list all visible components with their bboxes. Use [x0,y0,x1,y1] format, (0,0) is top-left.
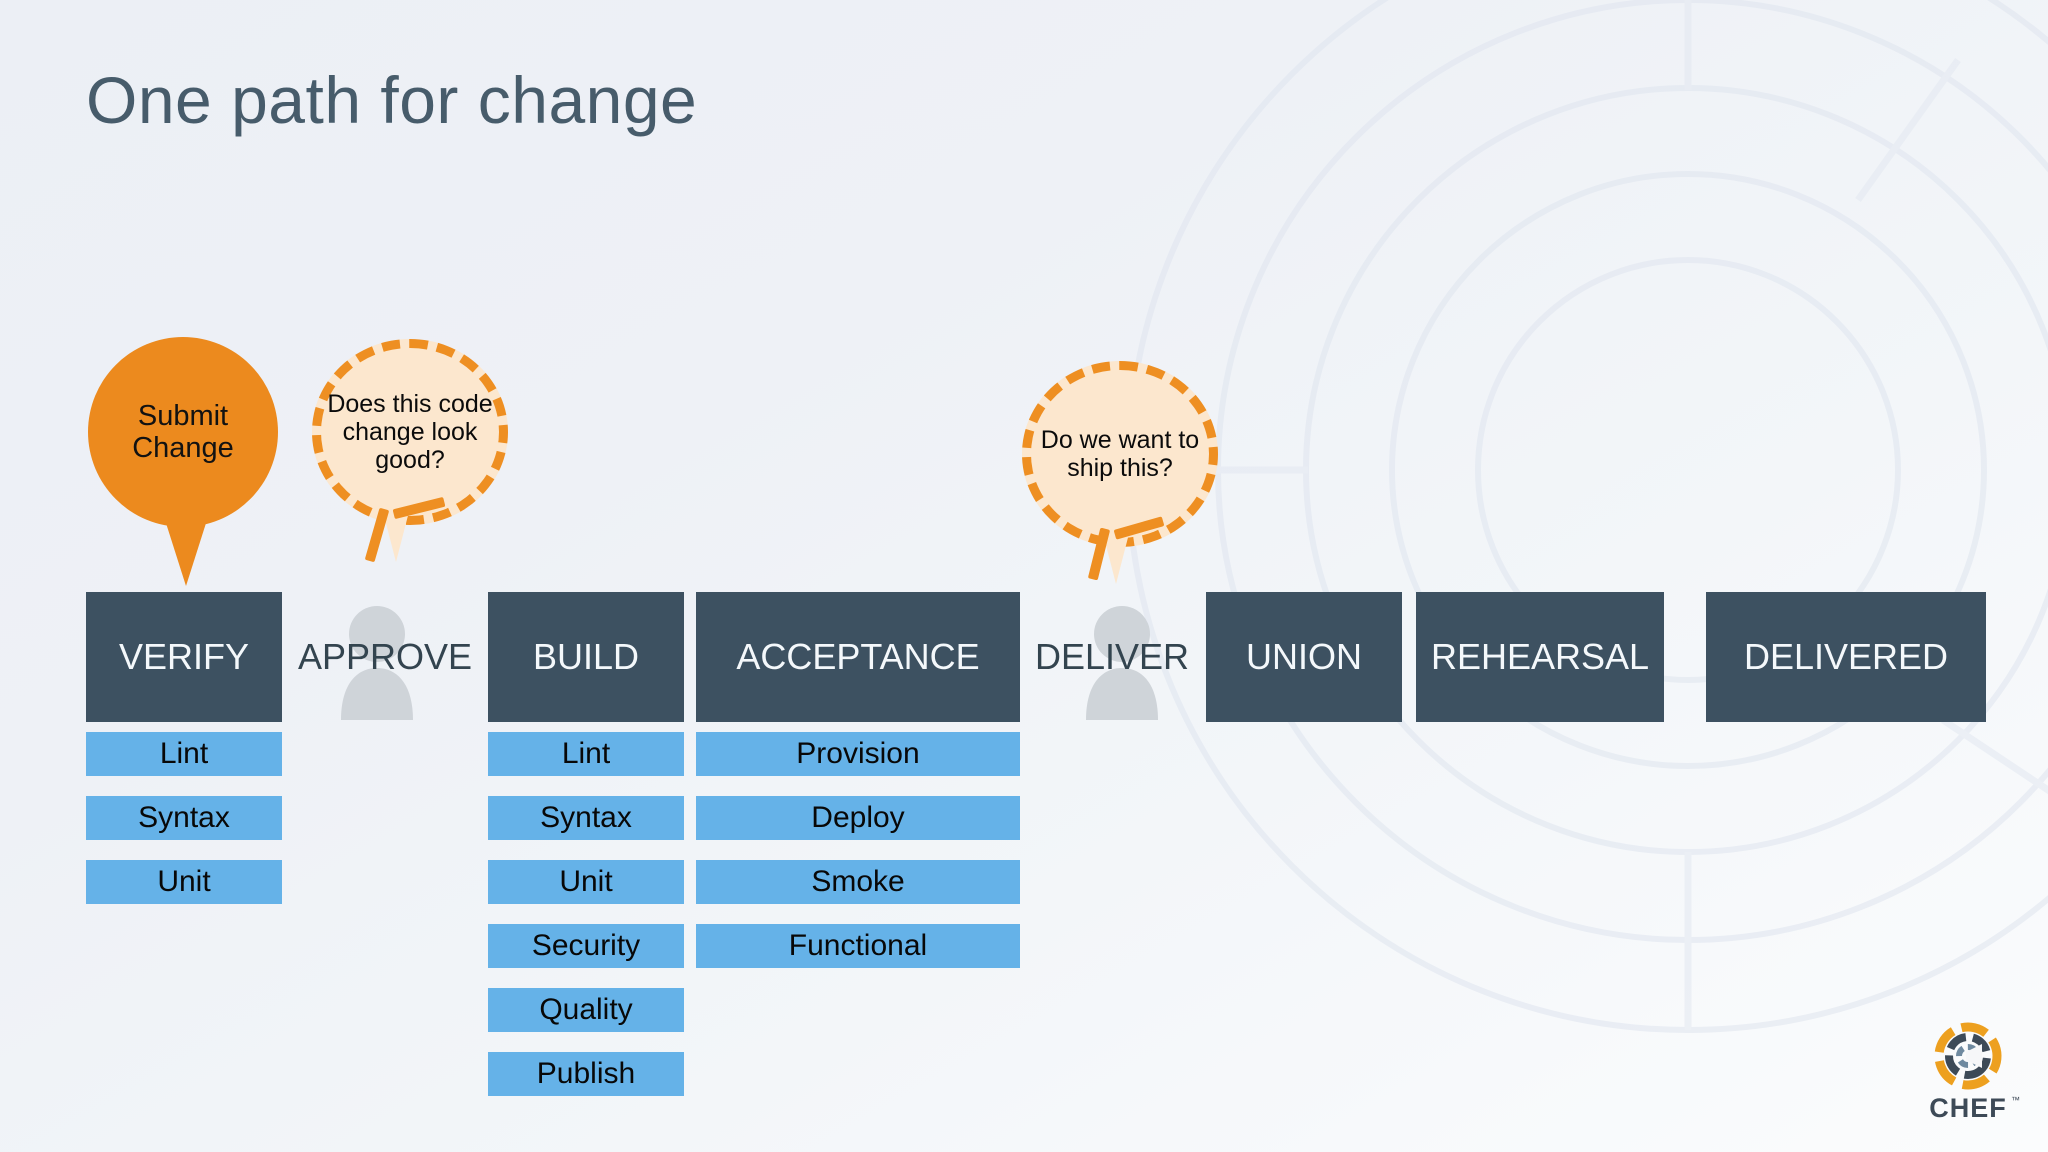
ship-question-bubble[interactable]: Do we want to ship this? [1022,361,1218,547]
svg-text:™: ™ [2011,1095,2020,1105]
step-chip[interactable]: Smoke [696,860,1020,904]
stage-label: DELIVER [1034,635,1190,677]
step-chip[interactable]: Provision [696,732,1020,776]
submit-change-bubble-text: Submit Change [132,399,234,464]
stage-rehearsal[interactable]: REHEARSAL [1416,592,1664,722]
stage-label: REHEARSAL [1430,635,1650,677]
step-chip[interactable]: Lint [86,732,282,776]
step-chip[interactable]: Functional [696,924,1020,968]
pipeline-stage-row: VERIFY APPROVE BUILD ACCEPTANCE DELIVER UNION… [0,592,2048,722]
step-chip[interactable]: Syntax [86,796,282,840]
stage-label: APPROVE [297,635,473,677]
stage-deliver[interactable]: DELIVER [1020,592,1204,722]
stage-label: ACCEPTANCE [736,635,980,677]
step-chip[interactable]: Unit [488,860,684,904]
stage-union[interactable]: UNION [1206,592,1402,722]
step-chip[interactable]: Deploy [696,796,1020,840]
stage-label: DELIVERED [1743,635,1949,677]
step-chip[interactable]: Lint [488,732,684,776]
stage-verify[interactable]: VERIFY [86,592,282,722]
submit-change-bubble-tail [158,498,214,586]
page-title: One path for change [86,63,698,137]
submit-change-bubble[interactable]: Submit Change [88,337,278,527]
svg-text:CHEF: CHEF [1929,1093,2007,1123]
code-review-bubble[interactable]: Does this code change look good? [312,339,508,525]
step-chip[interactable]: Syntax [488,796,684,840]
stage-delivered[interactable]: DELIVERED [1706,592,1986,722]
concentric-circles-watermark [1098,0,2048,1060]
chef-logo: CHEF ™ [1916,1018,2020,1130]
stage-build[interactable]: BUILD [488,592,684,722]
stage-acceptance[interactable]: ACCEPTANCE [696,592,1020,722]
stage-label: UNION [1246,635,1362,677]
stage-label: VERIFY [118,635,250,677]
step-chip[interactable]: Quality [488,988,684,1032]
stage-approve[interactable]: APPROVE [282,592,488,722]
step-chip[interactable]: Publish [488,1052,684,1096]
stage-label: BUILD [532,635,640,677]
ship-question-bubble-text: Do we want to ship this? [1040,426,1200,482]
step-chip[interactable]: Security [488,924,684,968]
step-chip[interactable]: Unit [86,860,282,904]
code-review-bubble-text: Does this code change look good? [327,390,493,474]
